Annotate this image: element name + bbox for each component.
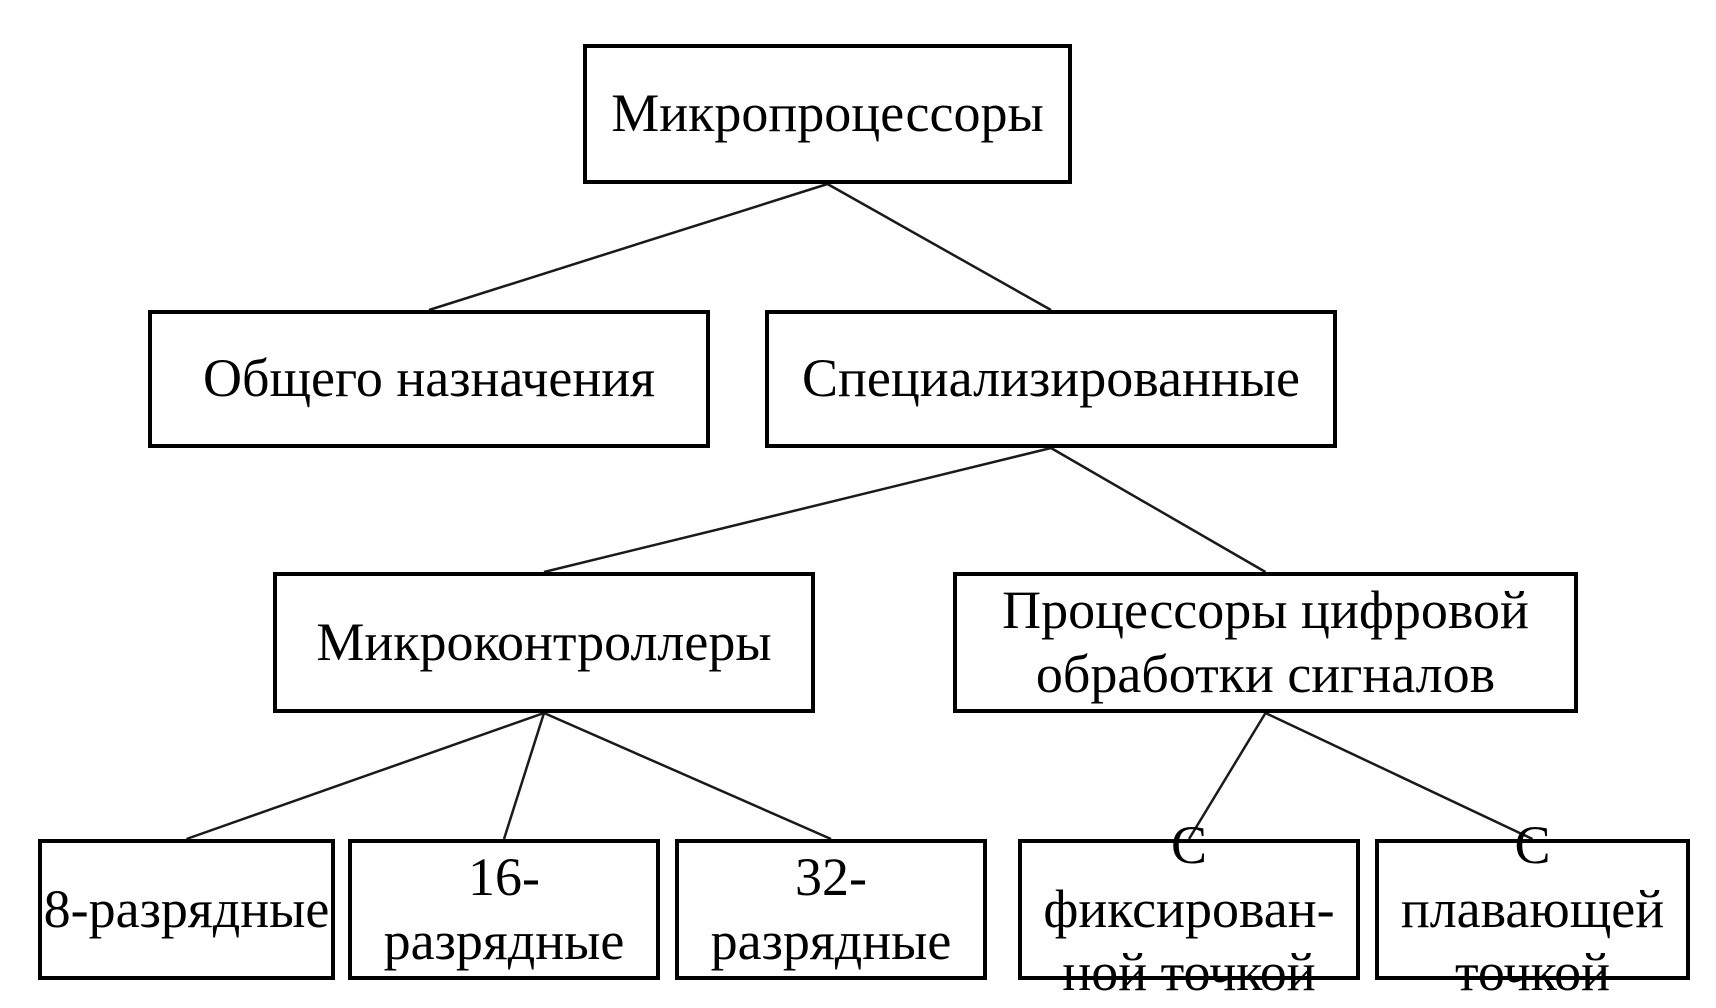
diagram-node-dsp: Процессоры цифровой обработки сигналов (953, 572, 1578, 713)
connector-line (1187, 712, 1267, 840)
connector-line (543, 446, 1052, 574)
diagram-node-general: Общего назначения (148, 310, 710, 448)
diagram-node-bit32: 32-разрядные (675, 839, 987, 980)
diagram-node-bit8: 8-разрядные (38, 839, 335, 980)
diagram-node-fixed-point: С фиксирован- ной точкой (1018, 815, 1360, 1002)
connector-line (186, 711, 545, 841)
connector-line (1050, 446, 1267, 574)
diagram-node-bit16: 16-разрядные (348, 839, 660, 980)
diagram-node-specialized: Специализированные (765, 310, 1337, 448)
diagram-node-microcontrollers: Микроконтроллеры (273, 572, 815, 713)
connector-line (428, 182, 828, 312)
connector-line (502, 712, 546, 840)
diagram-node-root: Микропроцессоры (583, 44, 1072, 184)
connector-line (1264, 711, 1534, 841)
diagram-node-floating-point: С плавающей точкой (1375, 815, 1690, 1002)
connector-line (543, 711, 832, 841)
connector-line (826, 182, 1052, 312)
